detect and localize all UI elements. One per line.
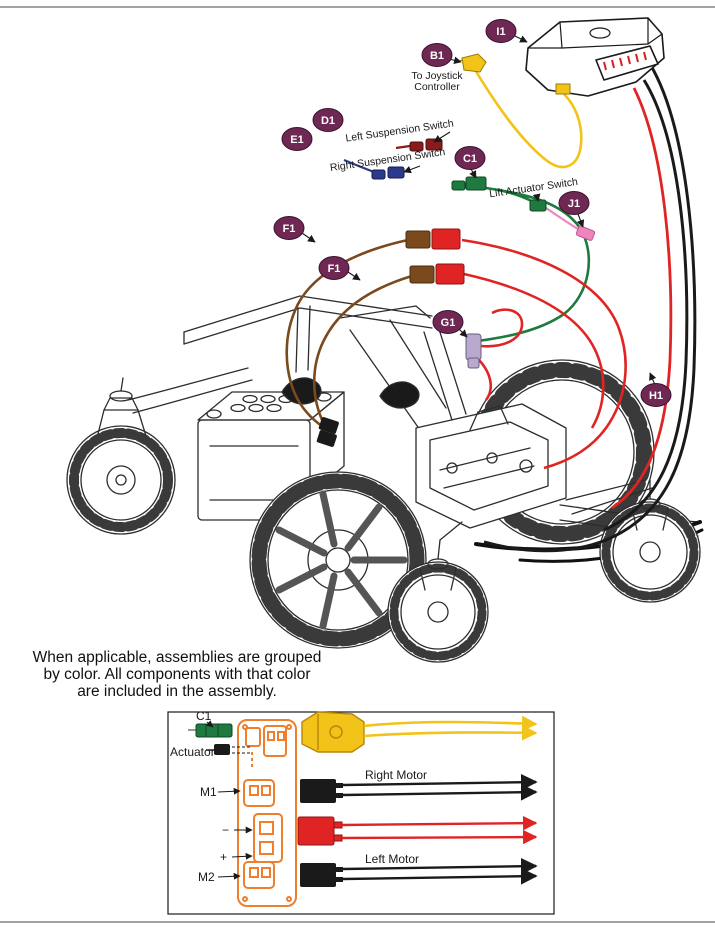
inset-m2-label: M2: [198, 870, 215, 884]
red-cable-long: [611, 87, 673, 510]
red-connector-1: [431, 228, 461, 250]
callout-f1a: F1: [283, 223, 296, 235]
lift-actuator-connector: [529, 199, 547, 212]
red-connector-2: [435, 263, 465, 285]
callout-badge-labels: I1 B1 D1 E1 C1 J1 F1 F1 G1 H1: [283, 26, 663, 402]
inset-actuator-connector: [206, 744, 230, 755]
inline-connector-g1: [465, 333, 482, 369]
inset-actuator-label: Actuator: [170, 745, 215, 759]
lift-switch-connector: [575, 225, 596, 241]
note-line-3: are included in the assembly.: [77, 683, 277, 700]
inset-right-motor-label: Right Motor: [365, 768, 427, 782]
callout-j1: J1: [568, 198, 580, 210]
label-to-joystick-1: To Joystick: [411, 70, 463, 82]
inset-c1-label: C1: [196, 709, 212, 723]
callout-d1: D1: [321, 115, 335, 127]
label-to-joystick-2: Controller: [414, 81, 460, 93]
c1-connector: [451, 176, 487, 191]
note-line-1: When applicable, assemblies are grouped: [33, 649, 322, 666]
note-line-2: by color. All components with that color: [43, 666, 310, 683]
right-suspension-connector: [371, 166, 405, 180]
inset-m1-connector: [300, 779, 343, 803]
brown-connector-1: [405, 230, 431, 249]
pink-wire: [545, 207, 579, 230]
callout-g1: G1: [441, 317, 456, 329]
red-wires: [461, 238, 627, 470]
inset-actuator-dashed-link: [232, 746, 250, 754]
callout-c1: C1: [463, 153, 477, 165]
inset-m1-label: M1: [200, 785, 217, 799]
battery-harness-connectors: [316, 417, 339, 447]
inset-controller-outline: [237, 719, 297, 907]
callout-arrows: [301, 34, 657, 386]
inset-plus-label: +: [220, 850, 227, 864]
brown-connector-2: [409, 265, 435, 284]
joystick-controller: [525, 17, 665, 97]
black-cables: [483, 63, 697, 553]
inset-minus-label: −: [222, 823, 229, 837]
callout-e1: E1: [290, 134, 303, 146]
inset-left-motor-wires: [342, 857, 538, 885]
maroon-wire: [395, 144, 411, 150]
inset-joystick-connector: [301, 711, 365, 753]
inset-power-wires: [341, 815, 538, 845]
yellow-wire: [472, 67, 583, 169]
callout-badges: [273, 19, 672, 407]
wheelchair-illustration: [66, 295, 704, 663]
inset-left-motor-label: Left Motor: [365, 852, 419, 866]
callout-f1b: F1: [328, 263, 341, 275]
inset-m2-connector: [300, 863, 343, 887]
inset-joystick-cable: [363, 715, 538, 741]
inset-right-motor-wires: [342, 773, 538, 801]
callout-i1: I1: [496, 26, 505, 38]
inset-diagram: C1 Actuator M1: [167, 709, 555, 915]
callout-b1: B1: [430, 50, 444, 62]
brown-wires: [285, 238, 413, 432]
color-grouping-note: When applicable, assemblies are grouped …: [33, 649, 322, 700]
callout-h1: H1: [649, 390, 663, 402]
